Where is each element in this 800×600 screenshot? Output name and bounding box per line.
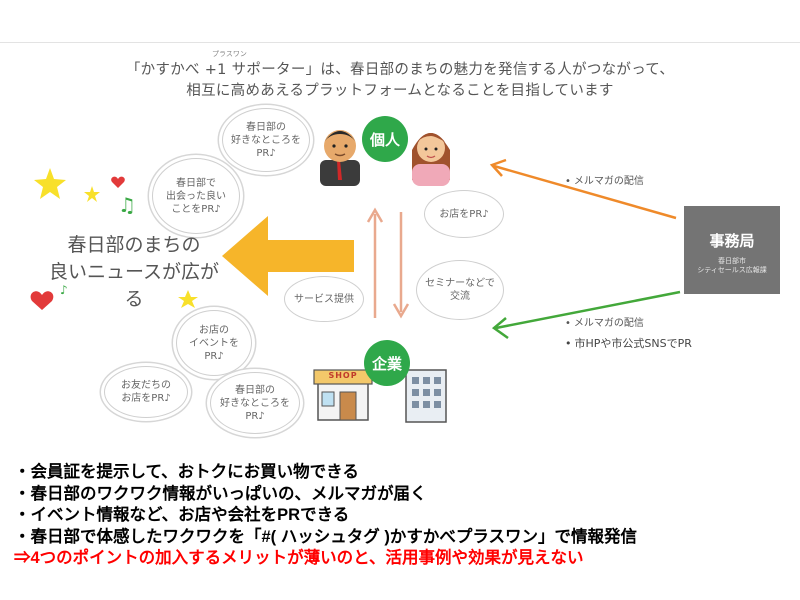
bullet-dot: • [565,176,571,187]
benefit-item: ・イベント情報など、お店や会社をPRできる [14,506,350,524]
shop-sign: SHOP [328,371,358,380]
seminar-bubble: セミナーなどで 交流 [416,260,504,320]
company-bubble-1: お店の イベントを PR♪ [176,310,252,376]
company-badge: 企業 [364,340,410,386]
benefit-item: ・会員証を提示して、おトクにお買い物できる [14,463,359,481]
star-icon [178,290,198,308]
benefit-item: ・春日部のワクワク情報がいっぱいの、メルマガが届く [14,484,427,503]
individual-badge: 個人 [362,116,408,162]
news-line2: 良いニュースが広がる [48,261,220,310]
music-note-icon: ♫ [118,193,136,217]
news-line1: 春日部のまちの [67,234,201,256]
note-text: メルマガの配信 [573,318,644,329]
conclusion-text: ⇒4つのポイントの加入するメリットが薄いのと、活用事例や効果が見えない [14,549,584,567]
individual-bubble-2: 春日部で 出会った良い ことをPR♪ [152,158,240,234]
store-pr-bubble: お店をPR♪ [424,190,504,238]
star-icon [34,168,66,199]
individual-bubble-1: 春日部の 好きなところを PR♪ [222,108,310,172]
star-icon [84,186,100,202]
header-ruby: プラスワン [212,50,247,58]
news-spread-arrow [222,216,354,296]
shop-illustration [313,369,373,421]
benefit-item: ・春日部で体感したワクワクを「#( ハッシュタグ )かすかべプラスワン」で情報発… [14,527,638,546]
note-newsletter-company: •メルマガの配信 [565,314,644,329]
header-line1: 「かすかべ +1 サポーター」は、春日部のまちの魅力を発信する人がつながって、 [125,62,675,78]
building-illustration [405,369,447,423]
man-illustration [320,130,360,186]
note-text: メルマガの配信 [573,176,644,187]
stars-decoration [34,168,198,308]
note-newsletter-individual: •メルマガの配信 [565,172,644,187]
woman-illustration [412,133,450,186]
office-to-company-arrow [491,290,681,340]
office-title: 事務局 [709,232,755,250]
music-note-icon: ♪ [60,283,68,297]
header-text: 「かすかべ +1 サポーター」は、春日部のまちの魅力を発信する人がつながって、 … [0,60,800,102]
bullet-dot: • [565,318,571,329]
office-subtitle: 春日部市 シティセールス広報課 [697,257,767,274]
heart-icon [111,176,125,188]
exchange-arrows [366,207,410,319]
note-text: 市HPや市公式SNSでPR [574,337,692,350]
benefits-list: ・会員証を提示して、おトクにお買い物できる ・春日部のワクワク情報がいっぱいの、… [14,462,794,570]
company-bubble-3: 春日部の 好きなところを PR♪ [210,372,300,434]
bullet-dot: • [565,337,572,350]
office-box: 事務局 春日部市 シティセールス広報課 [684,206,780,294]
note-city-pr: •市HPや市公式SNSでPR [565,335,692,351]
office-to-individual-arrow [489,158,677,220]
top-divider [0,42,800,43]
company-bubble-2: お友だちの お店をPR♪ [104,366,188,418]
header-line2: 相互に高めあえるプラットフォームとなることを目指しています [186,83,614,99]
news-message: 春日部のまちの 良いニュースが広がる [44,232,224,313]
heart-icon [30,291,54,310]
service-bubble: サービス提供 [284,276,364,322]
